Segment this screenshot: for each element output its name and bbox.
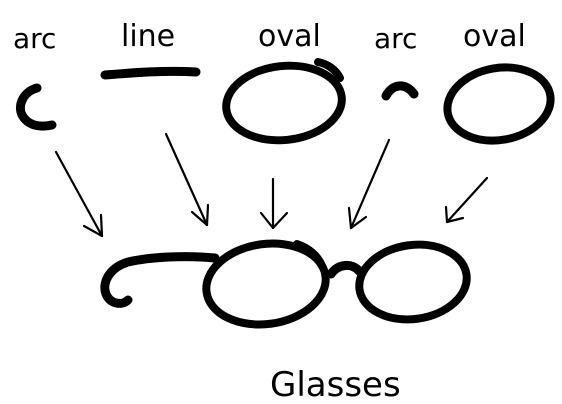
arrow-oval-left — [261, 179, 287, 228]
label-oval-right: oval — [463, 19, 526, 54]
glasses-lens-left-tail — [297, 244, 322, 266]
arrow-arc-left — [56, 152, 102, 236]
label-arc-right: arc — [374, 22, 417, 55]
label-oval-left: oval — [258, 19, 321, 54]
shape-line — [105, 71, 196, 75]
label-line: line — [121, 19, 175, 54]
shape-oval-right — [442, 60, 557, 149]
glasses-lens-right — [354, 238, 471, 326]
glasses-temple-arm — [105, 257, 215, 304]
arrow-arc-right — [349, 140, 389, 228]
glasses-assembled — [105, 236, 472, 332]
glasses-bridge — [331, 265, 360, 274]
shape-arc-left — [20, 88, 52, 126]
label-glasses: Glasses — [270, 365, 401, 404]
label-arc-left: arc — [13, 22, 56, 55]
shape-arc-right — [386, 86, 414, 96]
arrow-line — [166, 134, 208, 225]
shape-oval-left — [222, 60, 345, 146]
arrow-oval-right — [446, 178, 487, 222]
